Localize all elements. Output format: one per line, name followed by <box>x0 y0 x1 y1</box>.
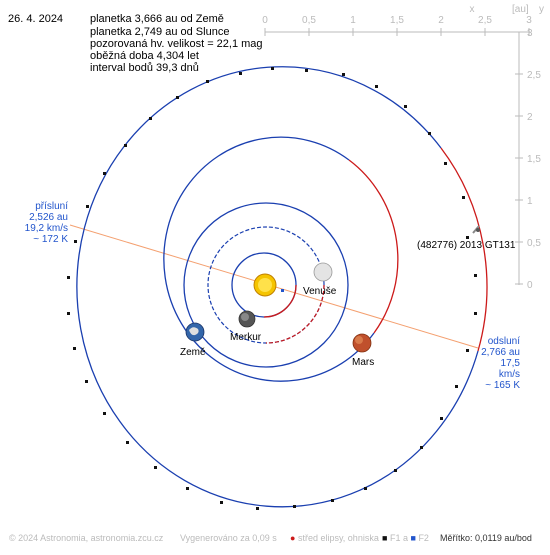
legend-center-dot: ● <box>290 533 296 543</box>
x-tick-3: 1,5 <box>390 15 404 26</box>
mercury-orbit-below <box>263 284 297 318</box>
info-point-interval: interval bodů 39,3 dnů <box>90 62 199 74</box>
sun-core <box>258 278 272 292</box>
aphelion-distance: 2,766 au <box>481 347 520 358</box>
footer-focus-legend: ■ F1 a ■ F2 <box>382 533 429 543</box>
footer-scale: Měřítko: 0,0119 au/bod <box>440 533 532 543</box>
footer-generated: Vygenerováno za 0,09 s <box>180 533 277 543</box>
asteroid-icon <box>472 225 480 234</box>
mars-label: Mars <box>352 357 374 368</box>
x-tick-0: 0 <box>262 15 268 26</box>
legend-f2-label: F2 <box>418 533 429 543</box>
y-tick-5: 0,5 <box>527 238 541 249</box>
info-sun-distance: planetka 2,749 au od Slunce <box>90 26 230 38</box>
y-tick-2: 2 <box>527 112 533 123</box>
y-tick-6: 0 <box>527 280 533 291</box>
x-tick-2: 1 <box>350 15 356 26</box>
perihelion-annotation: přísluní 2,526 au 19,2 km/s ~ 172 K <box>20 201 68 245</box>
info-earth-distance: planetka 3,666 au od Země <box>90 13 224 25</box>
legend-center-label: střed elipsy, ohniska <box>297 533 379 543</box>
perihelion-speed: 19,2 km/s <box>24 223 68 234</box>
info-magnitude: pozorovaná hv. velikost = 22,1 mag <box>90 38 263 50</box>
y-axis-ruler: 3 2,5 2 1,5 1 0,5 0 y <box>515 4 544 291</box>
x-tick-5: 2,5 <box>478 15 492 26</box>
asteroid-orbit-below <box>440 147 488 352</box>
x-tick-6: 3 <box>526 15 532 26</box>
venus-icon <box>313 262 333 282</box>
aphelion-temperature: ~ 165 K <box>485 380 520 391</box>
earth-cloud <box>189 327 199 336</box>
unit-label: [au] <box>512 4 529 15</box>
footer-legend: ● střed elipsy, ohniska <box>290 533 379 543</box>
asteroid-label: (482776) 2013 GT131 <box>417 240 516 251</box>
y-tick-1: 2,5 <box>527 70 541 81</box>
earth-label: Země <box>180 347 206 358</box>
info-period: oběžná doba 4,304 let <box>90 50 199 62</box>
mars-icon <box>352 333 372 353</box>
date-label: 26. 4. 2024 <box>8 13 64 25</box>
earth-orbit <box>183 202 349 368</box>
legend-f2-dot: ■ <box>410 533 416 543</box>
aphelion-title: odsluní <box>487 336 520 347</box>
footer-copyright: © 2024 Astronomia, astronomia.zcu.cz <box>9 533 164 543</box>
venus-orbit-below <box>265 284 325 344</box>
aphelion-annotation: odsluní 2,766 au 17,5 km/s ~ 165 K <box>478 336 520 391</box>
x-tick-4: 2 <box>438 15 444 26</box>
mars-orbit-above <box>163 136 375 382</box>
legend-f1-label: F1 a <box>389 533 408 543</box>
x-axis-label: x <box>470 4 475 15</box>
asteroid-position-dots <box>67 67 477 510</box>
focus-f2-marker <box>281 289 284 292</box>
mercury-highlight <box>241 313 249 321</box>
venus-label: Venuše <box>303 286 337 297</box>
y-axis-label: y <box>539 4 544 15</box>
legend-f1-dot: ■ <box>382 533 388 543</box>
mars-orbit-below <box>348 159 399 334</box>
y-tick-4: 1 <box>527 196 533 207</box>
perihelion-temperature: ~ 172 K <box>33 234 68 245</box>
y-tick-3: 1,5 <box>527 154 541 165</box>
x-tick-1: 0,5 <box>302 15 316 26</box>
x-axis-ruler: 0 0,5 1 1,5 2 2,5 3 x [au] <box>262 4 532 36</box>
perihelion-distance: 2,526 au <box>29 212 68 223</box>
y-tick-0: 3 <box>527 28 533 39</box>
aphelion-speed: 17,5 km/s <box>498 358 520 380</box>
mercury-label: Merkur <box>230 332 262 343</box>
asteroid-orbit-above <box>76 66 479 508</box>
mars-highlight <box>355 336 363 344</box>
perihelion-title: přísluní <box>35 201 68 212</box>
